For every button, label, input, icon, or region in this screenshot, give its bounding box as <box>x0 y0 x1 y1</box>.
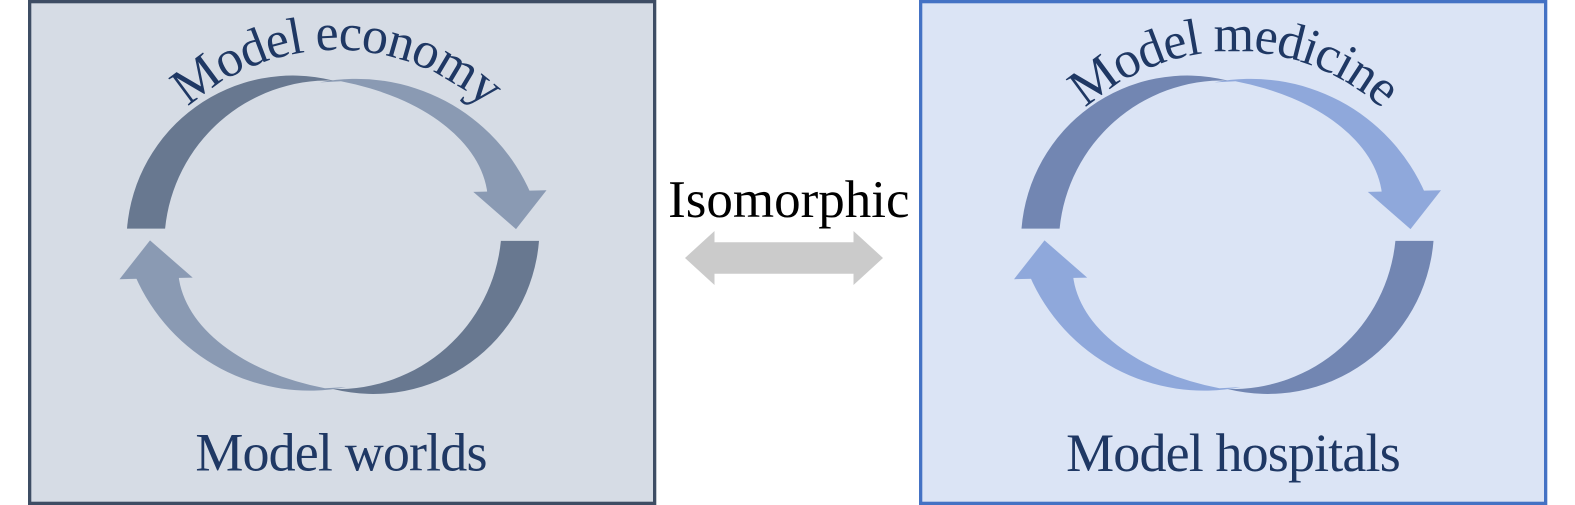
svg-text:Isomorphic: Isomorphic <box>668 171 909 229</box>
svg-text:Model hospitals: Model hospitals <box>1066 423 1400 483</box>
svg-text:Model worlds: Model worlds <box>195 423 486 483</box>
